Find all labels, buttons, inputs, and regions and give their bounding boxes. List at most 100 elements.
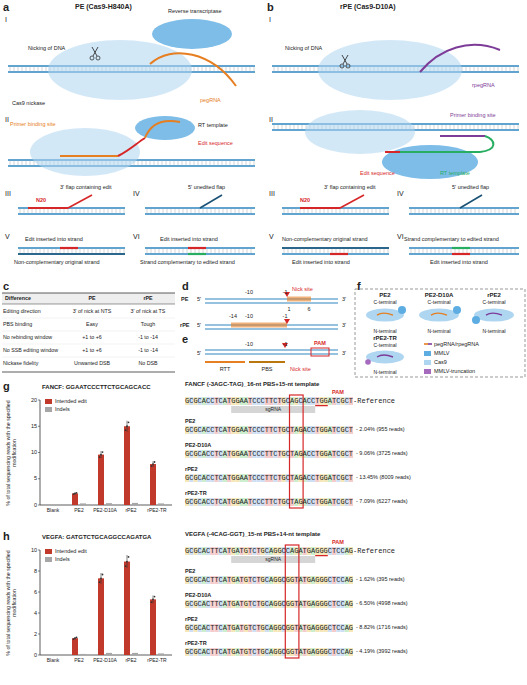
base-pair [116,209,117,213]
base-pair [498,125,499,129]
base-pair [207,209,208,213]
data-point [126,425,128,427]
base-pair [324,249,325,253]
label: 0 [34,502,37,508]
dna-strand [409,207,519,209]
base-pair [478,67,479,71]
terminus-label: C-terminal [373,343,396,349]
base-pair [190,161,191,165]
bar [106,503,112,505]
base-pair [32,249,33,253]
base-pair [210,67,211,71]
base-pair [92,249,93,253]
terminus-label: N-terminal [427,329,450,335]
dna-strand [18,207,125,209]
bar [132,503,138,505]
base-pair [251,209,252,213]
dna-strand [409,213,519,215]
base-pair [199,209,200,213]
label: N20 [36,197,46,203]
base-pair [380,209,381,213]
construct-box: rPE2-TRC-terminalN-terminal [360,335,410,375]
terminus-label: N-terminal [373,370,396,376]
bar [72,493,78,505]
rpegrna [420,45,500,72]
n20 [300,207,340,209]
base-pair [230,67,231,71]
label: Primer binding site [450,112,496,118]
base-pair [430,125,431,129]
data-point [154,596,156,598]
label: f [357,280,361,293]
data-point [152,598,154,600]
label: VEGFA (-4CAG-GGT)_15-nt PBS+14-nt templa… [185,531,320,538]
base-pair [48,209,49,213]
label: IV [397,190,404,198]
label: 1 [287,306,290,312]
label: Non-complementary original strand [282,236,368,242]
bar [158,503,164,505]
label: 8 [34,568,37,574]
label: RTT [220,366,231,372]
error-bar [153,595,154,603]
legend-swatch [45,549,52,554]
base-pair [507,209,508,213]
base-pair [314,67,315,71]
rt-template [440,136,493,152]
base-pair [234,67,235,71]
base-pair [442,125,443,129]
base-pair [76,249,77,253]
construct-box: rPE2C-terminalN-terminal [468,292,520,334]
base-pair [290,67,291,71]
error-bar [153,461,154,467]
base-pair [24,249,25,253]
bar [150,599,156,655]
legend-text: Intended edit [55,398,87,404]
base-pair [26,161,27,165]
base-pair [364,209,365,213]
base-pair [454,125,455,129]
base-pair [183,209,184,213]
label: -10 [245,289,253,295]
base-pair [300,249,301,253]
label: -1 [283,289,288,295]
scissors-icon [96,56,100,60]
base-pair [518,67,519,71]
bar [98,455,104,505]
base-pair [28,249,29,253]
label: Edit inserted into strand [25,236,83,242]
legend-text: pegRNA/rpegRNA [434,341,479,347]
base-pair [20,249,21,253]
base-pair [167,249,168,253]
label: Blank [47,658,60,664]
base-pair [320,249,321,253]
sgrna-bar [231,556,315,563]
base-pair [242,161,243,165]
base-pair [34,161,35,165]
base-pair [486,67,487,71]
base-pair [246,161,247,165]
base-pair [372,249,373,253]
bar [132,653,138,655]
label: 3' flap containing edit [60,184,112,190]
label: Editing direction [3,308,41,314]
label: Tough [141,321,155,327]
base-pair [376,249,377,253]
label: 10 [31,547,37,553]
label: 2 [34,631,37,637]
label: GCGCACCTCATGGAATCCCTTCTGCTAGACCTGGATCGCT [185,426,353,434]
editing-window [287,297,311,302]
base-pair [124,249,125,253]
label: rPE [143,295,152,301]
label: Non-complementary original strand [14,259,100,265]
label: PBS [261,366,272,372]
base-pair [167,209,168,213]
base-pair [384,209,385,213]
base-pair [10,67,11,71]
pbs [249,361,285,363]
label: Edit inserted into strand [160,236,218,242]
edit-sequence [118,138,145,156]
base-pair [211,249,212,253]
base-pair [44,249,45,253]
label: PE2-D10A [185,442,211,448]
